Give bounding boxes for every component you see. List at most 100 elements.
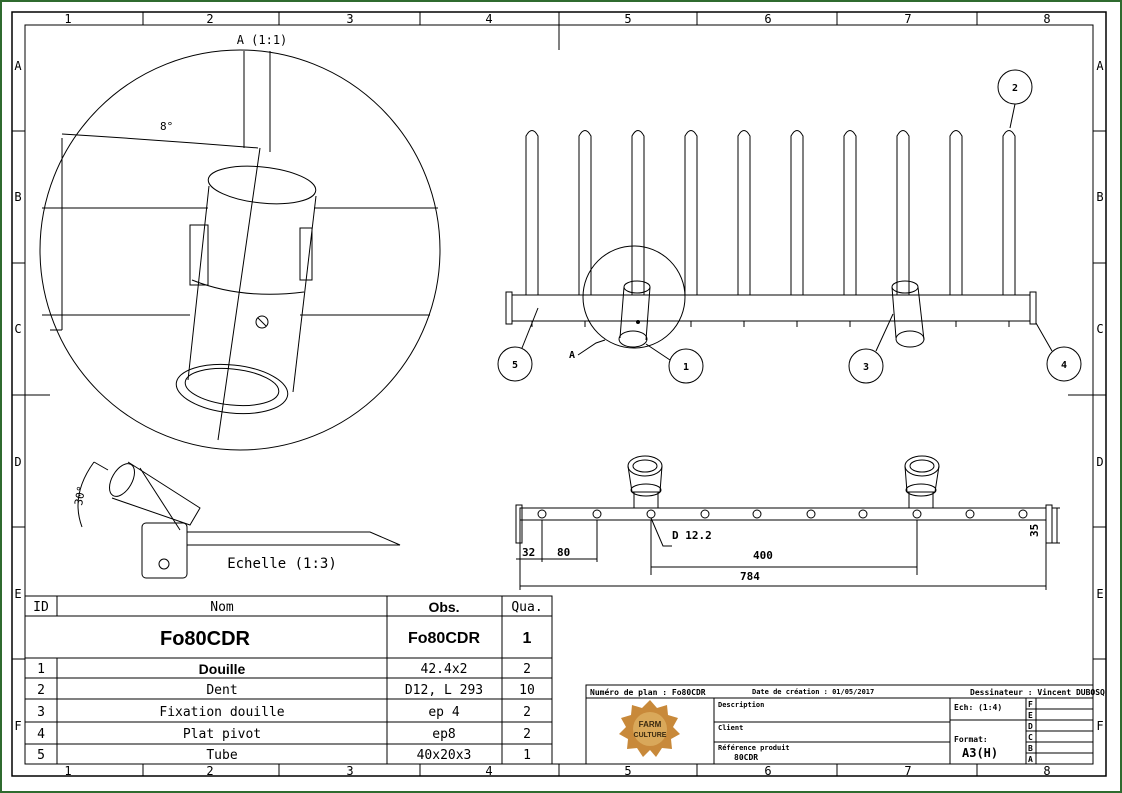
bom-row-name: Plat pivot (183, 727, 261, 742)
top-view (515, 455, 1060, 590)
detail-view-a: A (1:1) 8° (39, 33, 441, 451)
row-label-right: D (1096, 455, 1103, 469)
bom-row-name: Dent (206, 683, 237, 698)
col-label-top: 2 (206, 12, 213, 26)
revision-letter: D (1028, 722, 1033, 731)
bom-row-qty: 2 (523, 662, 531, 677)
row-label-right: A (1096, 59, 1104, 73)
bom-row-obs: 42.4x2 (421, 662, 468, 677)
inner-frame (24, 24, 1094, 765)
dimension-784-label: 784 (740, 570, 760, 583)
col-label-top: 4 (485, 12, 492, 26)
grid-dividers (12, 12, 1106, 776)
bom-row-obs: D12, L 293 (405, 683, 483, 698)
row-label-right: E (1096, 587, 1103, 601)
reference-value: 80CDR (734, 753, 758, 762)
col-label-bottom: 4 (485, 764, 492, 778)
col-label-bottom: 8 (1043, 764, 1050, 778)
col-label-top: 1 (64, 12, 71, 26)
creation-date: Date de création : 01/05/2017 (752, 688, 874, 696)
bom-row-qty: 2 (523, 727, 531, 742)
col-label-top: 5 (624, 12, 631, 26)
drawing-frame (11, 11, 1107, 777)
bom-header-qty: Qua. (511, 600, 542, 615)
col-label-top: 7 (904, 12, 911, 26)
detail-title: A (1:1) (237, 33, 288, 47)
designer: Dessinateur : Vincent DUBOSQ (970, 687, 1105, 697)
dimension-80-label: 80 (557, 546, 570, 559)
sleeve-3 (891, 280, 925, 348)
bom-row-qty: 1 (523, 748, 531, 763)
dimension-32-label: 32 (522, 546, 535, 559)
row-label-right: C (1096, 322, 1103, 336)
revision-letter: C (1028, 733, 1033, 742)
bom-row-id: 1 (37, 662, 45, 677)
col-label-bottom: 3 (346, 764, 353, 778)
bom-row-name: Douille (199, 661, 246, 677)
bom-row-id: 4 (37, 727, 45, 742)
bom-row-obs: ep 4 (428, 705, 459, 720)
top-sleeve-left (627, 455, 663, 509)
row-label-left: E (14, 587, 21, 601)
row-label-left: D (14, 455, 21, 469)
col-label-top: 3 (346, 12, 353, 26)
callout-3-label: 3 (863, 362, 869, 373)
bom-assembly-obs: Fo80CDR (408, 630, 480, 647)
bom-table (24, 595, 553, 765)
callout-2-label: 2 (1012, 83, 1018, 94)
revision-letter: F (1028, 700, 1033, 709)
row-label-left: A (14, 59, 22, 73)
revision-letter: A (1028, 755, 1033, 764)
row-label-right: F (1096, 719, 1103, 733)
row-label-right: B (1096, 190, 1103, 204)
section-ref-label: A (569, 350, 575, 361)
logo-text: FARM (639, 720, 662, 729)
format-value: A3(H) (962, 746, 998, 760)
col-label-bottom: 2 (206, 764, 213, 778)
col-label-bottom: 6 (764, 764, 771, 778)
bom-header-name: Nom (210, 600, 234, 615)
sleeve-1 (618, 280, 651, 348)
revision-letter: B (1028, 744, 1033, 753)
teeth (525, 130, 1016, 295)
farm-culture-logo: FARM CULTURE (619, 700, 680, 757)
side-view: 30° Echelle (1:3) (72, 461, 401, 579)
callout-5-label: 5 (512, 360, 518, 371)
dimension-400-label: 400 (753, 549, 773, 562)
bom-row-id: 3 (37, 705, 45, 720)
side-angle-label: 30° (72, 485, 88, 507)
plan-number: Numéro de plan : Fo80CDR (590, 687, 706, 697)
col-label-bottom: 5 (624, 764, 631, 778)
client-label: Client (718, 724, 743, 732)
bom-assembly-name: Fo80CDR (160, 628, 251, 650)
top-sleeve-right (904, 455, 940, 509)
dimension-35-label: 35 (1028, 524, 1041, 537)
callout-1-label: 1 (683, 362, 689, 373)
callout-4-label: 4 (1061, 360, 1067, 371)
bom-row-name: Tube (206, 748, 237, 763)
bom-row-id: 5 (37, 748, 45, 763)
front-view (505, 130, 1037, 349)
title-block (585, 684, 1094, 765)
reference-label: Référence produit (718, 744, 790, 752)
bom-header-obs: Obs. (428, 599, 459, 615)
row-label-left: B (14, 190, 21, 204)
callouts (497, 69, 1082, 384)
scale-value: Ech: (1:4) (954, 703, 1002, 712)
col-label-top: 8 (1043, 12, 1050, 26)
col-label-top: 6 (764, 12, 771, 26)
detail-angle-label: 8° (160, 120, 173, 133)
bom-assembly-qty: 1 (523, 630, 532, 647)
col-label-bottom: 1 (64, 764, 71, 778)
bom-row-qty: 2 (523, 705, 531, 720)
scale-label: Echelle (1:3) (227, 556, 337, 572)
format-label: Format: (954, 735, 988, 744)
row-label-left: C (14, 322, 21, 336)
revision-letter: E (1028, 711, 1033, 720)
bom-row-obs: 40x20x3 (417, 748, 472, 763)
col-label-bottom: 7 (904, 764, 911, 778)
bom-row-obs: ep8 (432, 727, 455, 742)
description-label: Description (718, 701, 764, 709)
